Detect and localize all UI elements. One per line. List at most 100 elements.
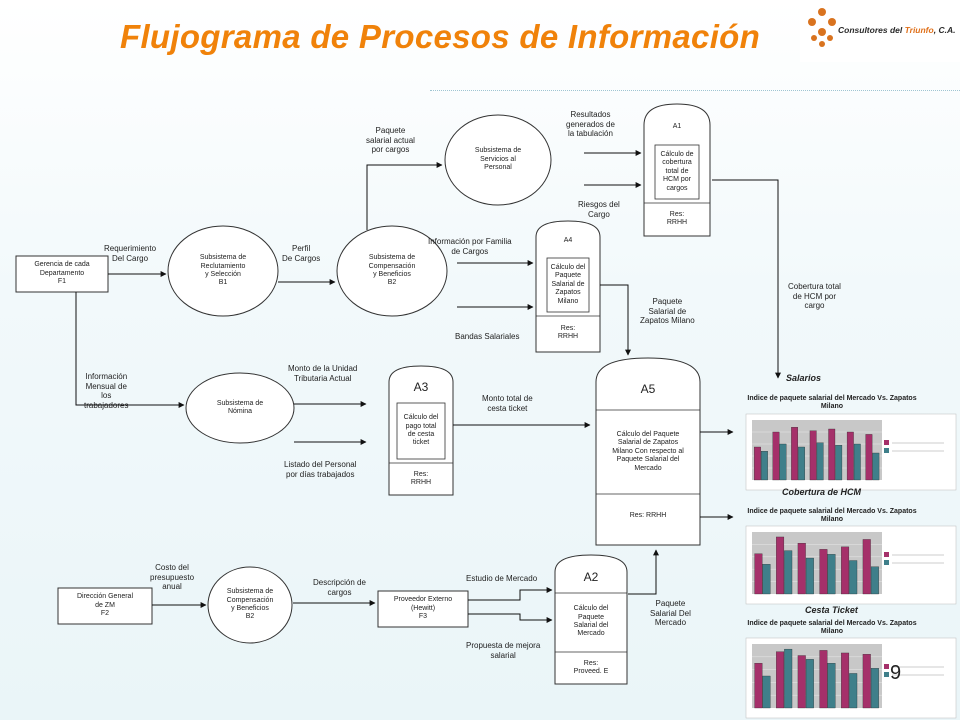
label-monto-ut: Monto de la Unidad Tributaria Actual <box>288 364 358 383</box>
section-cesta: Cesta Ticket <box>805 605 858 615</box>
chart-0-bar <box>828 428 836 481</box>
chart-0-bar <box>865 434 873 481</box>
doc-a4-body <box>546 257 590 313</box>
label-paquete-milano: Paquete Salarial de Zapatos Milano <box>640 297 695 326</box>
label-requerimiento: Requerimiento Del Cargo <box>104 244 157 263</box>
doc-a4-text: Cálculo del Paquete Salarial de Zapatos … <box>550 264 586 305</box>
chart-2-bar <box>827 663 836 709</box>
label-resultados: Resultados generados de la tabulación <box>566 110 615 139</box>
doc-a5-id: A5 <box>640 381 656 396</box>
node-b2-bottom-label: Subsistema de Compensación y Beneficios … <box>226 588 274 621</box>
chart-1-bar <box>870 566 879 595</box>
node-f1-label: Gerencia de cada Departamento F1 <box>34 261 90 286</box>
doc-a1-text: Cálculo de cobertura total de HCM por ca… <box>660 151 694 192</box>
node-b2-bottom-circle <box>207 566 293 644</box>
node-nomina-label: Subsistema de Nómina <box>216 399 264 415</box>
chart-0-bar <box>809 430 817 481</box>
chart-1-bar <box>841 546 850 595</box>
chart-1-bar <box>776 536 785 595</box>
chart-2-legend-swatch <box>884 664 889 669</box>
doc-a2-text: Cálculo del Paquete Salarial del Mercado <box>573 605 609 638</box>
doc-a3-body <box>396 402 446 460</box>
label-perfil: Perfil De Cargos <box>282 244 321 263</box>
node-f2-box <box>57 587 153 625</box>
label-bandas: Bandas Salariales <box>455 332 520 341</box>
node-b2-top-label: Subsistema de Compensación y Beneficios … <box>368 254 416 287</box>
chart-1-bar <box>827 554 836 595</box>
chart-0-bar <box>761 451 768 481</box>
chart-0-bar <box>835 445 843 481</box>
chart-2-bar <box>776 651 785 709</box>
section-cobertura: Cobertura de HCM <box>782 487 862 497</box>
chart-1-bar <box>805 557 814 595</box>
label-familia: Información por Familia de Cargos <box>428 237 512 256</box>
chart-1-bar <box>762 564 771 595</box>
chart-0-legend-swatch <box>884 440 889 445</box>
chart-0-bar <box>872 452 880 481</box>
doc-a5-res: Res: RRHH <box>629 511 667 519</box>
chart-2-bar <box>754 663 763 709</box>
chart-title-salarios: Indice de paquete salarial del Mercado V… <box>747 395 917 411</box>
label-cobertura: Cobertura total de HCM por cargo <box>788 282 841 311</box>
chart-1-bar <box>819 549 828 595</box>
label-info-mensual: Información Mensual de los trabajadores <box>84 372 129 410</box>
label-monto-cesta: Monto total de cesta ticket <box>482 394 533 413</box>
chart-2-bar <box>841 652 850 709</box>
chart-0-legend-swatch <box>884 448 889 453</box>
chart-2-bar <box>797 655 806 709</box>
chart-2-bar <box>805 659 814 709</box>
doc-a5-text: Cálculo del Paquete Salarial de Zapatos … <box>612 431 684 472</box>
doc-a3-text: Cálculo del pago total de cesta ticket <box>403 414 439 447</box>
doc-a5-shape <box>595 357 701 546</box>
doc-a3-id: A3 <box>413 379 429 394</box>
charts-layer <box>745 413 957 719</box>
chart-2-legend-swatch <box>884 672 889 677</box>
chart-2-bar <box>870 668 879 709</box>
logo <box>800 0 960 62</box>
chart-0-bar <box>754 446 761 481</box>
node-f3-box <box>377 590 469 628</box>
label-listado: Listado del Personal por días trabajados <box>284 460 357 479</box>
chart-0-bar <box>779 443 787 481</box>
node-b2-top-circle <box>336 225 448 317</box>
logo-text: Consultores del Triunfo, C.A. <box>838 25 956 35</box>
node-f3-label: Proveedor Externo (Hewitt) F3 <box>393 596 453 621</box>
chart-2-bar <box>862 654 871 709</box>
doc-a4-res: Res: RRHH <box>557 324 579 340</box>
chart-title-cobertura: Indice de paquete salarial del Mercado V… <box>747 508 917 524</box>
chart-1-bar <box>784 550 793 595</box>
chart-0-bar <box>853 443 861 481</box>
label-riesgos: Riesgos del Cargo <box>578 200 620 219</box>
chart-1-plot-area <box>752 532 882 594</box>
node-servicios-circle <box>444 114 552 206</box>
doc-a1-res: Res: RRHH <box>666 210 688 226</box>
chart-0-bar <box>798 446 805 481</box>
doc-a1-body <box>654 144 700 200</box>
doc-a2-res: Res: Proveed. E <box>573 659 609 675</box>
chart-0-bar <box>816 442 824 481</box>
section-salarios: Salarios <box>786 373 822 383</box>
page-title: Flujograma de Procesos de Información <box>120 18 761 55</box>
label-paquete-mercado: Paquete Salarial Del Mercado <box>650 599 691 628</box>
node-f1-box <box>15 255 109 293</box>
page-number: 9 <box>890 662 902 684</box>
doc-a2-id: A2 <box>583 569 599 584</box>
label-costo: Costo del presupuesto anual <box>150 563 195 592</box>
chart-1-legend-swatch <box>884 560 889 565</box>
doc-a4-id: A4 <box>563 236 573 244</box>
chart-1-legend-swatch <box>884 552 889 557</box>
chart-2-bar <box>762 675 771 709</box>
chart-1-bar <box>849 560 858 595</box>
doc-a1-id: A1 <box>672 122 682 130</box>
chart-0-bar <box>846 431 854 481</box>
chart-title-cesta: Indice de paquete salarial del Mercado V… <box>747 620 917 636</box>
chart-2-bar <box>849 673 858 709</box>
label-propuesta: Propuesta de mejora salarial <box>466 641 541 660</box>
label-descripcion: Descripción de cargos <box>313 578 366 597</box>
node-nomina-circle <box>185 372 295 444</box>
label-estudio: Estudio de Mercado <box>466 574 538 583</box>
chart-2-plot-area <box>752 644 882 708</box>
node-b1-circle <box>167 225 279 317</box>
node-f2-label: Dirección General de ZM F2 <box>76 593 134 618</box>
